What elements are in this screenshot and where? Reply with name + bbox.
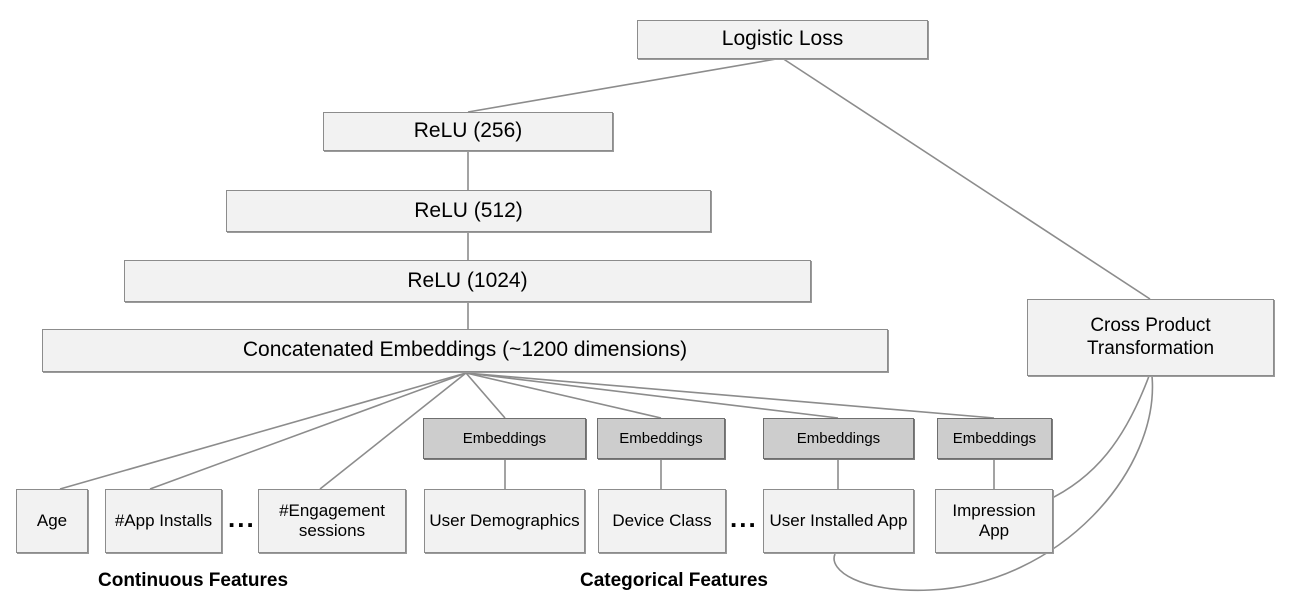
- node-embeddings-2: Embeddings: [597, 418, 725, 459]
- node-relu-512-label: ReLU (512): [414, 198, 523, 222]
- node-relu-256-label: ReLU (256): [413, 119, 523, 143]
- node-feature-engagement-sessions: #Engagement sessions: [258, 489, 406, 553]
- node-feature-age: Age: [16, 489, 88, 553]
- node-feature-device-class-label: Device Class: [612, 510, 712, 530]
- node-feature-user-demographics: User Demographics: [424, 489, 585, 553]
- node-cross-product-transformation-label: Cross Product Transformation: [1086, 315, 1215, 359]
- edge-concat-to-embeddings-1: [465, 372, 506, 419]
- node-feature-impression-app-label: Impression App: [952, 500, 1036, 540]
- node-embeddings-4-label: Embeddings: [952, 429, 1037, 447]
- edge-cross-to-impression-app-curve: [1045, 375, 1150, 502]
- node-relu-256: ReLU (256): [323, 112, 613, 151]
- node-concatenated-embeddings-label: Concatenated Embeddings (~1200 dimension…: [242, 338, 688, 362]
- node-feature-app-installs-label: #App Installs: [114, 510, 213, 530]
- node-feature-device-class: Device Class: [598, 489, 726, 553]
- node-embeddings-1: Embeddings: [423, 418, 586, 459]
- node-embeddings-3: Embeddings: [763, 418, 914, 459]
- node-feature-impression-app: Impression App: [935, 489, 1053, 553]
- edge-concat-to-app-installs: [149, 372, 467, 490]
- node-embeddings-3-label: Embeddings: [796, 429, 881, 447]
- group-label-continuous-features: Continuous Features: [98, 570, 289, 591]
- node-embeddings-4: Embeddings: [937, 418, 1052, 459]
- edge-concat-to-embeddings-4: [465, 372, 995, 419]
- node-feature-user-demographics-label: User Demographics: [429, 510, 580, 530]
- edge-cross-to-user-installed-app-curve: [833, 375, 1154, 592]
- node-feature-user-installed-app-label: User Installed App: [769, 510, 908, 530]
- edge-concat-to-engagement: [319, 372, 467, 490]
- node-embeddings-2-label: Embeddings: [619, 429, 703, 447]
- node-relu-1024-label: ReLU (1024): [407, 268, 528, 292]
- node-logistic-loss: Logistic Loss: [637, 20, 928, 59]
- ellipsis-continuous: ...: [228, 503, 256, 533]
- node-logistic-loss-label: Logistic Loss: [721, 27, 844, 51]
- edge-loss-to-cross: [781, 57, 1151, 300]
- node-relu-512: ReLU (512): [226, 190, 711, 232]
- edge-loss-to-relu256: [467, 57, 783, 113]
- node-concatenated-embeddings: Concatenated Embeddings (~1200 dimension…: [42, 329, 888, 372]
- edge-concat-to-embeddings-3: [465, 372, 839, 419]
- node-embeddings-1-label: Embeddings: [462, 429, 547, 447]
- node-feature-age-label: Age: [36, 510, 68, 530]
- node-feature-user-installed-app: User Installed App: [763, 489, 914, 553]
- node-relu-1024: ReLU (1024): [124, 260, 811, 302]
- ellipsis-categorical: ...: [730, 503, 758, 533]
- node-feature-engagement-sessions-label: #Engagement sessions: [279, 500, 385, 540]
- node-cross-product-transformation: Cross Product Transformation: [1027, 299, 1274, 376]
- edge-concat-to-embeddings-2: [465, 372, 662, 419]
- group-label-categorical-features: Categorical Features: [580, 570, 768, 591]
- node-feature-app-installs: #App Installs: [105, 489, 222, 553]
- edge-concat-to-age: [59, 372, 467, 490]
